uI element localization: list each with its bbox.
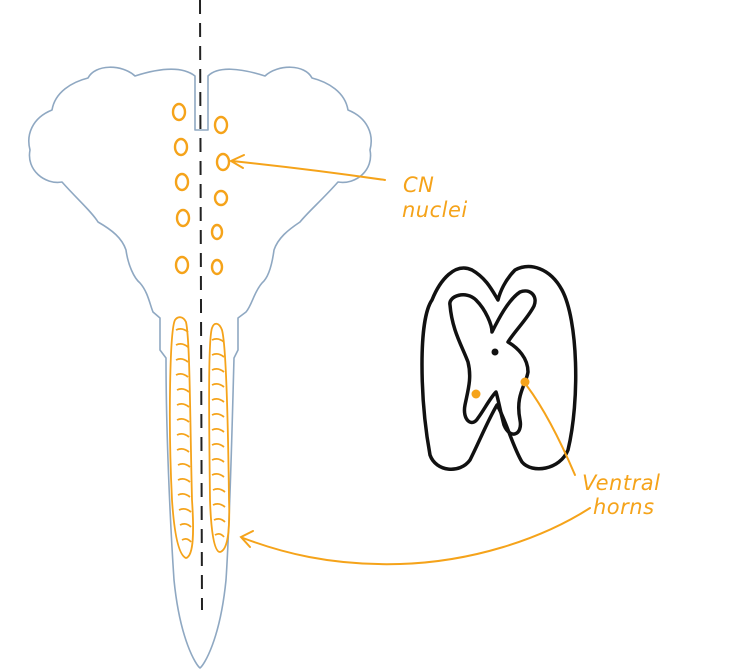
ventral-column-right [209, 324, 229, 552]
cn-nucleus-right-3 [215, 191, 227, 205]
cn-nucleus-left-2 [175, 139, 187, 155]
cn-nucleus-right-1 [215, 117, 227, 133]
cn-nuclei-label-line1: CN [403, 173, 434, 197]
ventral-horns-arrow [241, 508, 590, 564]
ventral-horns-label-line1: Ventral [582, 471, 660, 495]
central-canal [492, 349, 499, 356]
cn-nucleus-right-4 [212, 225, 222, 239]
midline-dashed [200, 0, 202, 610]
ventral-horn-dot-right [521, 378, 530, 387]
ventral-horn-columns [170, 317, 229, 558]
cn-nuclei-label-line2: nuclei [402, 198, 468, 222]
ventral-horn-dot-left [472, 390, 481, 399]
brainstem-spinal-cord-outline [29, 67, 371, 668]
cn-nucleus-left-1 [173, 104, 185, 120]
ventral-horn-leader [527, 386, 575, 475]
ventral-column-left [170, 317, 193, 558]
cn-nucleus-left-4 [177, 210, 189, 226]
cross-section-outer [422, 267, 576, 470]
cn-nucleus-right-5 [212, 260, 222, 274]
cn-nuclei-arrow [231, 155, 385, 180]
cn-nucleus-left-3 [176, 174, 188, 190]
cn-nucleus-left-5 [176, 257, 188, 273]
spinal-cord-cross-section [422, 267, 576, 470]
ventral-column-right-hatch [212, 339, 225, 537]
cn-nucleus-right-2 [217, 154, 229, 170]
ventral-horns-label-line2: horns [593, 495, 655, 519]
